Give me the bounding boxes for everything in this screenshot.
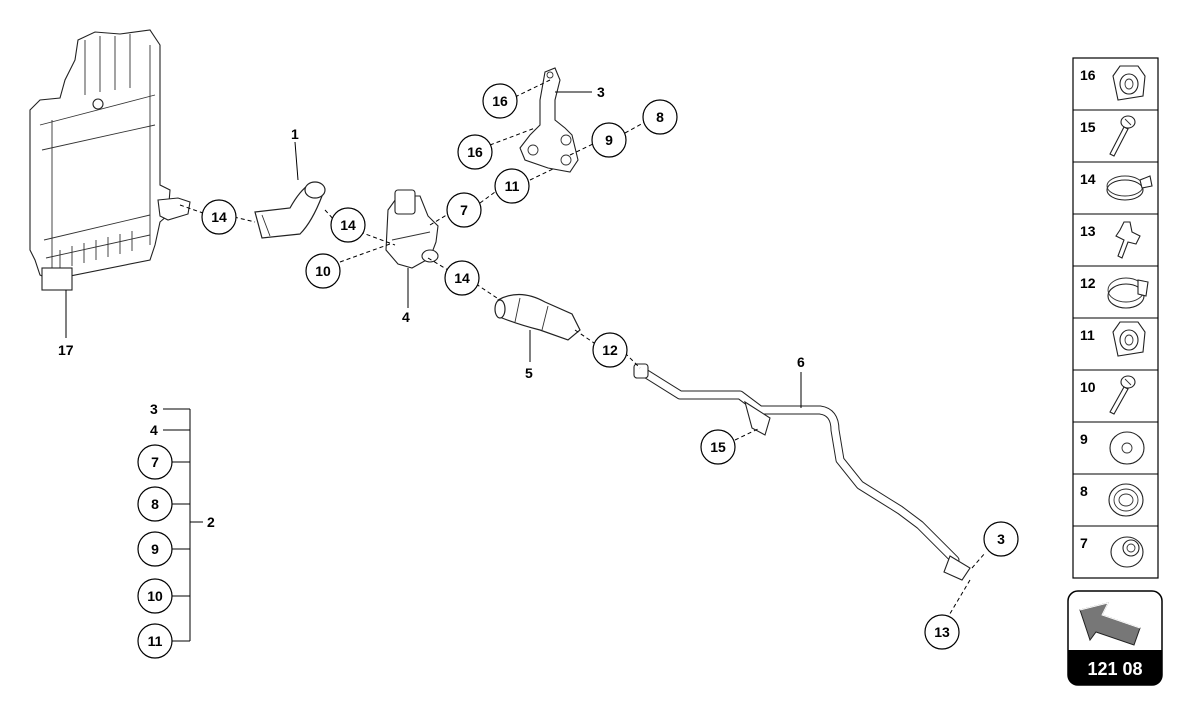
diagram-number: 121 08: [1087, 659, 1142, 679]
legend-num: 13: [1080, 223, 1096, 239]
washer-icon: [1109, 431, 1145, 465]
svg-text:3: 3: [997, 531, 1005, 547]
svg-text:16: 16: [492, 93, 508, 109]
label-radiator: 17: [58, 342, 74, 358]
bushing-icon: [1110, 536, 1144, 568]
grommet-icon: [1108, 483, 1144, 517]
group-callout-9: 9: [151, 541, 159, 557]
callout-10: 10: [305, 253, 341, 289]
hose-1-part: [254, 181, 326, 239]
legend-num: 11: [1080, 327, 1095, 343]
diagram-number-badge: 121 08: [1067, 590, 1163, 686]
legend-num: 7: [1080, 535, 1088, 551]
svg-text:14: 14: [211, 209, 227, 225]
legend-num: 12: [1080, 275, 1096, 291]
svg-text:14: 14: [454, 270, 470, 286]
callout-12: 12: [592, 332, 628, 368]
svg-text:14: 14: [340, 217, 356, 233]
hose-clamp-icon: [1106, 175, 1153, 201]
legend-num: 10: [1080, 379, 1096, 395]
svg-text:12: 12: [602, 342, 618, 358]
callout-8: 8: [642, 99, 678, 135]
group-callout-7: 7: [151, 454, 159, 470]
svg-text:15: 15: [710, 439, 726, 455]
clip-pin-icon: [1115, 221, 1141, 259]
svg-text:16: 16: [467, 144, 483, 160]
callout-3: 3: [983, 521, 1019, 557]
callout-15: 15: [700, 429, 736, 465]
callout-13: 13: [924, 614, 960, 650]
group-label-4: 4: [150, 422, 158, 438]
callout-7: 7: [446, 192, 482, 228]
radiator-part: [29, 29, 191, 291]
svg-text:11: 11: [505, 178, 520, 194]
group-label-3: 3: [150, 401, 158, 417]
callout-9: 9: [591, 122, 627, 158]
svg-text:13: 13: [934, 624, 950, 640]
legend-num: 8: [1080, 483, 1088, 499]
pipe-6-part: [633, 363, 971, 581]
nut-icon: [1112, 65, 1146, 101]
label-pipe-6: 6: [797, 354, 805, 370]
group-callout-11: 11: [148, 633, 163, 649]
callout-14-mid: 14: [330, 207, 366, 243]
callout-16-bottom: 16: [457, 134, 493, 170]
arrow-icon: [1079, 602, 1141, 646]
callout-14-left: 14: [201, 199, 237, 235]
group-callout-10: 10: [147, 588, 163, 604]
hose-5-part: [494, 293, 581, 341]
screw-icon: [1109, 375, 1136, 415]
label-hose-5: 5: [525, 365, 533, 381]
screw-icon: [1109, 115, 1136, 157]
legend-num: 16: [1080, 67, 1096, 83]
group-label-2: 2: [207, 514, 215, 530]
label-bracket-3: 3: [597, 84, 605, 100]
group-callout-8: 8: [151, 496, 159, 512]
nut-icon: [1112, 321, 1146, 357]
bracket-3-part: [519, 67, 579, 173]
fastener-legend: 16 15 14 13 12: [1072, 57, 1159, 579]
valve-4-part: [385, 189, 439, 269]
callout-14-right: 14: [444, 260, 480, 296]
kit-2-group: 3 4 2 7 8 9 10 11: [137, 401, 215, 659]
svg-text:9: 9: [605, 132, 613, 148]
label-valve-4: 4: [402, 309, 410, 325]
svg-text:7: 7: [460, 202, 468, 218]
callout-11: 11: [494, 168, 530, 204]
callout-16-top: 16: [482, 83, 518, 119]
svg-text:10: 10: [315, 263, 331, 279]
legend-num: 9: [1080, 431, 1088, 447]
legend-num: 15: [1080, 119, 1096, 135]
hose-clamp-icon: [1107, 277, 1149, 309]
label-hose-1: 1: [291, 126, 299, 142]
legend-num: 14: [1080, 171, 1096, 187]
svg-text:8: 8: [656, 109, 664, 125]
